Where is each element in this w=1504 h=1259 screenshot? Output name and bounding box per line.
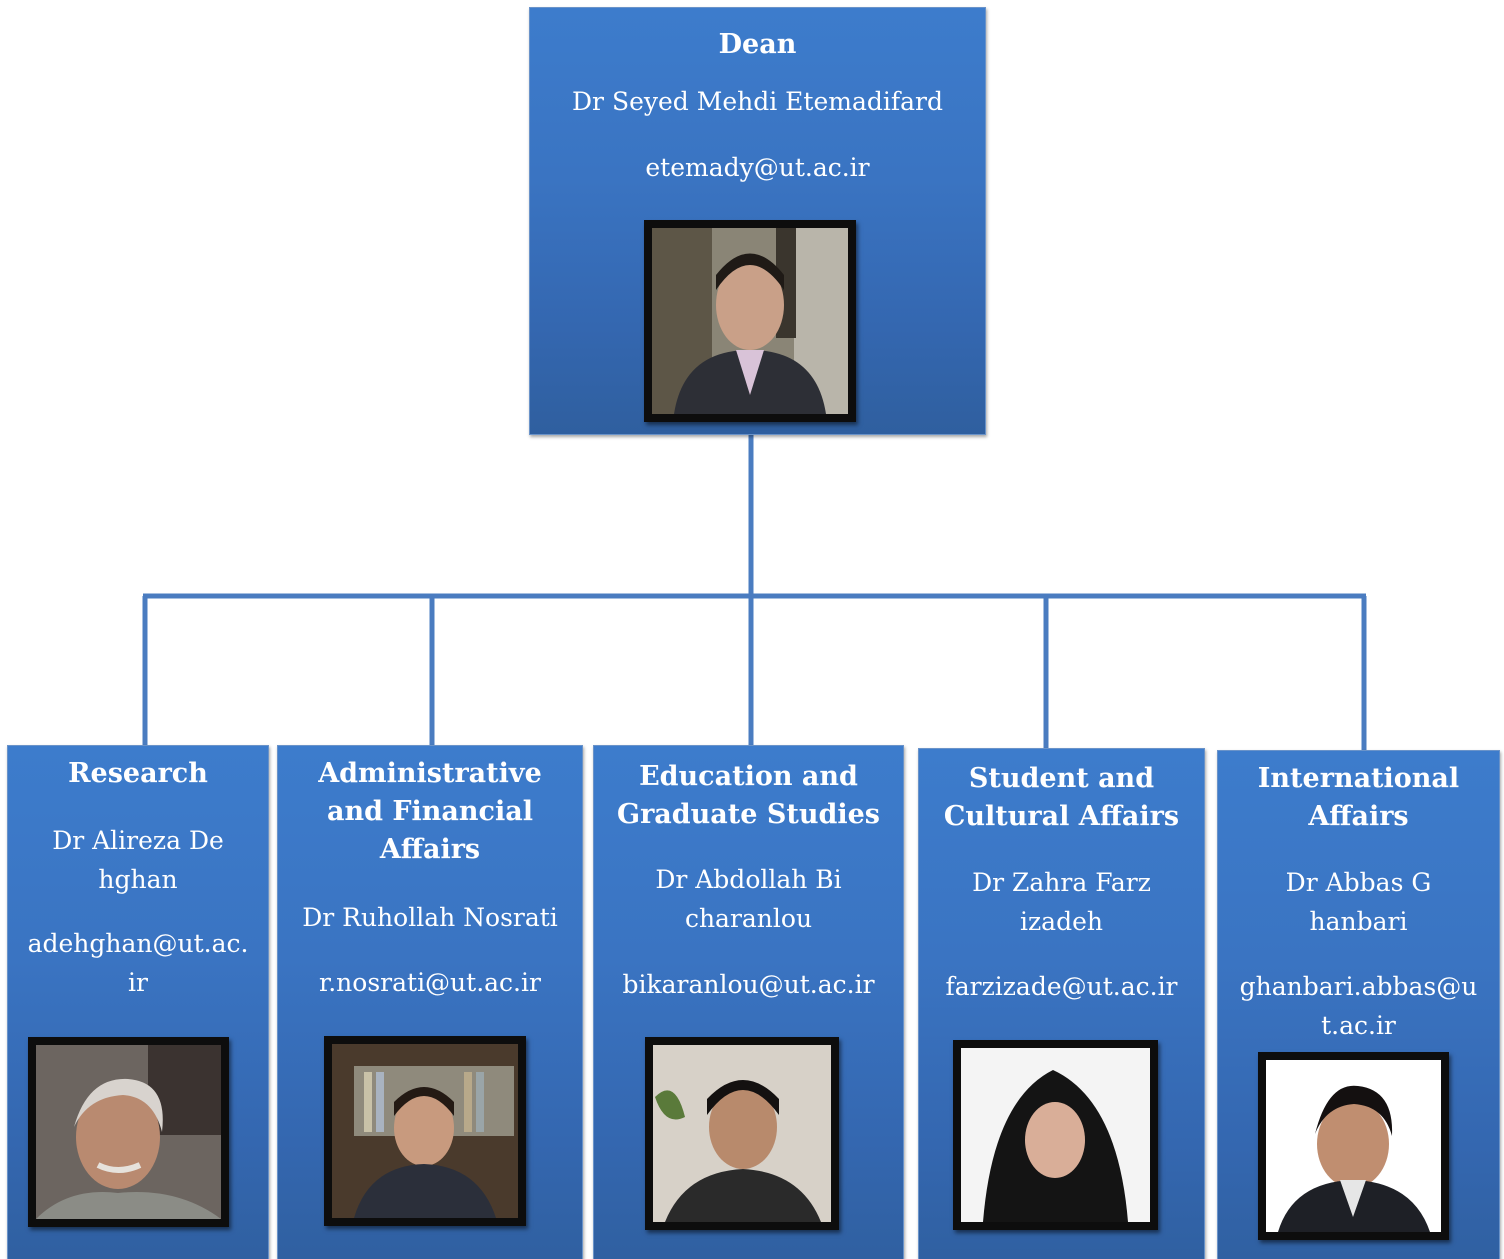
international-box: International Affairs Dr Abbas Ghanbari … xyxy=(1217,750,1500,1259)
portrait-image xyxy=(36,1045,221,1219)
education-name: Dr Abdollah Bicharanlou xyxy=(655,865,842,933)
student-title: Student and Cultural Affairs xyxy=(943,763,1180,832)
international-name: Dr Abbas Ghanbari xyxy=(1285,868,1432,936)
admin-photo xyxy=(324,1036,526,1226)
student-email: farzizade@ut.ac.ir xyxy=(945,972,1178,1001)
portrait-image xyxy=(1266,1060,1441,1232)
portrait-image xyxy=(332,1044,518,1218)
research-photo xyxy=(28,1037,229,1227)
admin-name: Dr Ruhollah Nosrati xyxy=(302,903,558,932)
admin-email: r.nosrati@ut.ac.ir xyxy=(319,968,541,997)
dean-title: Dean xyxy=(718,29,797,60)
international-email: ghanbari.abbas@ut.ac.ir xyxy=(1239,972,1478,1040)
international-photo xyxy=(1258,1052,1449,1240)
dean-name: Dr Seyed Mehdi Etemadifard xyxy=(572,87,943,116)
research-name: Dr Alireza Dehghan xyxy=(52,826,224,894)
education-title: Education and Graduate Studies xyxy=(617,761,880,830)
education-email: bikaranlou@ut.ac.ir xyxy=(622,970,875,999)
portrait-image xyxy=(961,1048,1150,1222)
dean-photo xyxy=(644,220,856,422)
education-photo xyxy=(645,1037,839,1230)
research-title: Research xyxy=(68,758,208,789)
international-title: International Affairs xyxy=(1257,763,1460,832)
dean-email: etemady@ut.ac.ir xyxy=(645,153,870,182)
portrait-image xyxy=(652,228,848,414)
student-photo xyxy=(953,1040,1158,1230)
admin-title: Administrative and Financial Affairs xyxy=(318,758,542,865)
student-name: Dr Zahra Farzizadeh xyxy=(972,868,1151,936)
portrait-image xyxy=(653,1045,831,1222)
research-email: adehghan@ut.ac.ir xyxy=(27,929,249,997)
